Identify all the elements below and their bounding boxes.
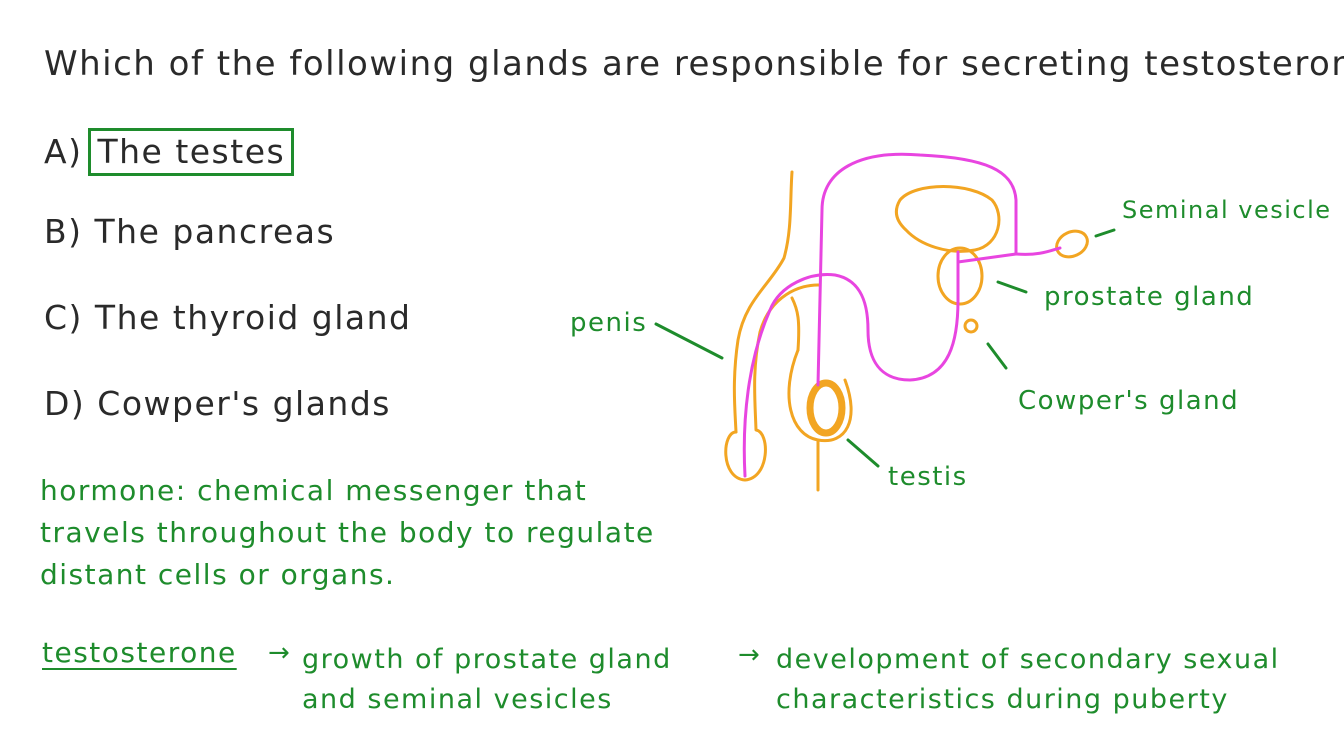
prostate-shape [936,246,984,306]
penis-pointer [654,322,724,360]
bladder-shape [894,185,1001,253]
label-prostate-gland: prostate gland [1044,282,1255,312]
urethra-duct [742,250,960,478]
label-testis: testis [888,462,968,492]
testis-shape [806,379,846,437]
option-c-text: The thyroid gland [94,298,412,337]
seminal-vesicle-shape [1055,229,1089,259]
penis-inner-outline [790,296,801,352]
label-penis: penis [570,308,648,338]
penis-outline [724,283,822,482]
prostate-pointer [996,280,1028,294]
option-a-text: The testes [97,132,286,171]
question-text: Which of the following glands are respon… [44,44,1344,84]
cowpers-pointer [986,342,1008,370]
arrow-icon: → [738,640,762,670]
cowpers-gland-shape [963,318,979,334]
testosterone-effect-growth: growth of prostate gland and seminal ves… [302,644,672,715]
label-seminal-vesicle: Seminal vesicle [1122,196,1332,224]
testosterone-term: testosterone [42,636,237,669]
option-b-text: The pancreas [94,212,336,251]
testis-pointer [846,438,880,468]
body-outline [732,170,794,434]
duct-connector [956,252,1018,264]
vas-deferens-duct [816,152,1062,387]
option-b-letter: B) [44,212,83,251]
option-b[interactable]: B) The pancreas [44,212,335,251]
option-a-answer-box: The testes [88,128,295,176]
label-cowpers-gland: Cowper's gland [1018,386,1240,416]
option-d-letter: D) [44,384,86,423]
option-c[interactable]: C) The thyroid gland [44,298,412,337]
hormone-definition: hormone: chemical messenger that travels… [40,474,655,591]
option-a[interactable]: A) The testes [44,128,295,176]
option-a-letter: A) [44,132,83,171]
testosterone-effect-development: development of secondary sexual characte… [776,644,1280,715]
option-d[interactable]: D) Cowper's glands [44,384,391,423]
seminal-vesicle-pointer [1094,228,1116,238]
option-d-text: Cowper's glands [97,384,391,423]
arrow-icon: → [268,638,292,668]
option-c-letter: C) [44,298,83,337]
